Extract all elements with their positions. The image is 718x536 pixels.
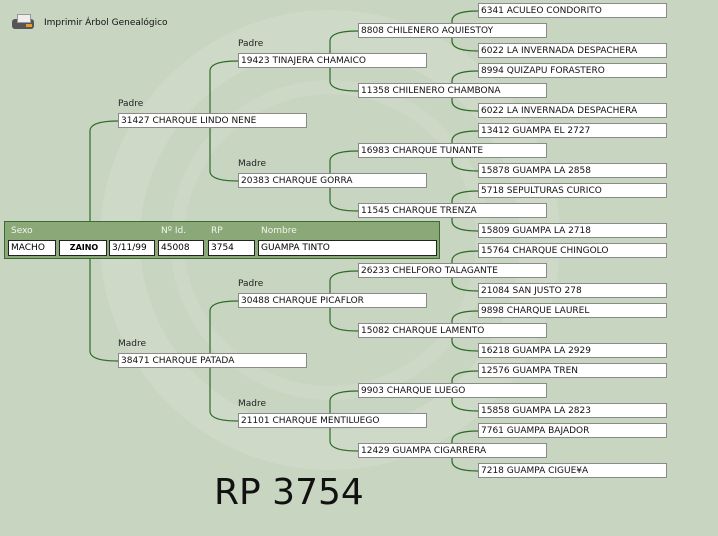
rp-field[interactable]: 3754 (208, 240, 255, 256)
ancestor-box-level3[interactable]: 9903 CHARQUE LUEGO (358, 383, 547, 398)
id-field[interactable]: 45008 (158, 240, 204, 256)
footer-rp: RP 3754 (214, 472, 364, 513)
printer-icon (12, 14, 34, 32)
print-label: Imprimir Árbol Genealógico (44, 18, 168, 28)
ancestor-box-level4[interactable]: 6022 LA INVERNADA DESPACHERA (478, 43, 667, 58)
ancestor-box-level4[interactable]: 9898 CHARQUE LAUREL (478, 303, 667, 318)
ancestor-box-level3[interactable]: 26233 CHELFORO TALAGANTE (358, 263, 547, 278)
ancestor-box-level4[interactable]: 7761 GUAMPA BAJADOR (478, 423, 667, 438)
ancestor-box-level4[interactable]: 15764 CHARQUE CHINGOLO (478, 243, 667, 258)
sexo-header: Sexo (11, 226, 33, 236)
ancestor-box-level3[interactable]: 11358 CHILENERO CHAMBONA (358, 83, 547, 98)
sexo-field[interactable]: MACHO (8, 240, 56, 256)
ancestor-box-level2[interactable]: 20383 CHARQUE GORRA (238, 173, 427, 188)
color-field[interactable]: ZAINO (59, 240, 107, 256)
ancestor-box-level3[interactable]: 15082 CHARQUE LAMENTO (358, 323, 547, 338)
ancestor-box-level2[interactable]: 19423 TINAJERA CHAMAICO (238, 53, 427, 68)
ancestor-box-level3[interactable]: 16983 CHARQUE TUNANTE (358, 143, 547, 158)
ancestor-box-level4[interactable]: 8994 QUIZAPU FORASTERO (478, 63, 667, 78)
nombre-field[interactable]: GUAMPA TINTO (258, 240, 437, 256)
ancestor-box-level4[interactable]: 15878 GUAMPA LA 2858 (478, 163, 667, 178)
nombre-header: Nombre (261, 226, 297, 236)
madre-label: Madre (238, 399, 267, 409)
ancestor-box-level2[interactable]: 30488 CHARQUE PICAFLOR (238, 293, 427, 308)
ancestor-box-level4[interactable]: 5718 SEPULTURAS CURICO (478, 183, 667, 198)
padre-label: Padre (118, 99, 144, 109)
ancestor-box-level4[interactable]: 7218 GUAMPA CIGUE¥A (478, 463, 667, 478)
madre-label: Madre (118, 339, 147, 349)
padre-label: Padre (238, 279, 264, 289)
fecha-field[interactable]: 3/11/99 (109, 240, 155, 256)
ancestor-box-level2[interactable]: 21101 CHARQUE MENTILUEGO (238, 413, 427, 428)
ancestor-box-level3[interactable]: 11545 CHARQUE TRENZA (358, 203, 547, 218)
ancestor-box-level4[interactable]: 16218 GUAMPA LA 2929 (478, 343, 667, 358)
ancestor-box-level4[interactable]: 15858 GUAMPA LA 2823 (478, 403, 667, 418)
ancestor-box-level4[interactable]: 21084 SAN JUSTO 278 (478, 283, 667, 298)
ancestor-box-level4[interactable]: 6341 ACULEO CONDORITO (478, 3, 667, 18)
ancestor-box-level1[interactable]: 31427 CHARQUE LINDO NENE (118, 113, 307, 128)
padre-label: Padre (238, 39, 264, 49)
animal-panel: Sexo Nº Id. RP Nombre MACHO ZAINO 3/11/9… (4, 221, 440, 259)
print-tree-button[interactable]: Imprimir Árbol Genealógico (12, 14, 168, 32)
ancestor-box-level3[interactable]: 8808 CHILENERO AQUIESTOY (358, 23, 547, 38)
id-header: Nº Id. (161, 226, 187, 236)
ancestor-box-level1[interactable]: 38471 CHARQUE PATADA (118, 353, 307, 368)
madre-label: Madre (238, 159, 267, 169)
ancestor-box-level4[interactable]: 12576 GUAMPA TREN (478, 363, 667, 378)
ancestor-box-level3[interactable]: 12429 GUAMPA CIGARRERA (358, 443, 547, 458)
ancestor-box-level4[interactable]: 15809 GUAMPA LA 2718 (478, 223, 667, 238)
ancestor-box-level4[interactable]: 6022 LA INVERNADA DESPACHERA (478, 103, 667, 118)
rp-header: RP (211, 226, 223, 236)
ancestor-box-level4[interactable]: 13412 GUAMPA EL 2727 (478, 123, 667, 138)
